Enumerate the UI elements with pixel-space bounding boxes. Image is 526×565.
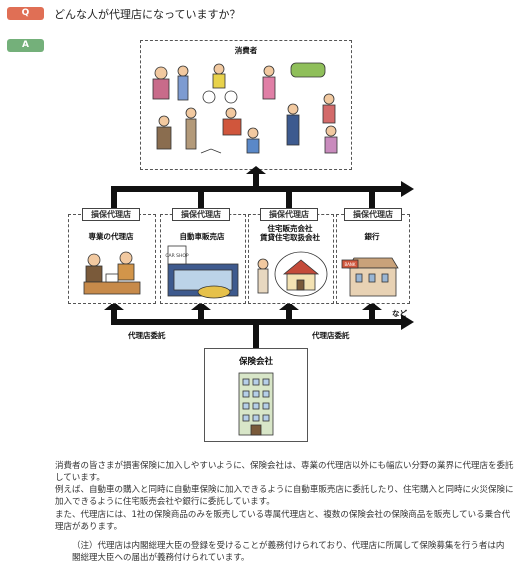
flow-arrows <box>104 166 414 349</box>
agent-header-3: 損保代理店 <box>260 208 318 221</box>
insurer-title: 保険会社 <box>238 357 273 367</box>
agency-diagram: 消費者 <box>56 28 516 448</box>
body-paragraph-3: また、代理店には、1社の保険商品のみを販売している専属代理店と、複数の保険会社の… <box>55 510 511 533</box>
insurer-building-icon <box>238 372 274 436</box>
insurer-box: 保険会社 <box>204 348 308 442</box>
car-shop-sign: CAR SHOP <box>165 253 189 259</box>
bank-sign: BANK <box>344 262 355 267</box>
entrust-left-label: 代理店委託 <box>128 331 166 340</box>
body-note: （注）代理店は内閣総理大臣の登録を受けることが義務付けられており、代理店に所属し… <box>72 541 505 564</box>
etc-label: など <box>392 309 407 318</box>
agent-illustrations: CAR SHOP BANK <box>83 245 399 299</box>
agent-name-housing: 住宅販売会社 賃貸住宅取扱会社 <box>260 224 320 242</box>
question-badge: Q <box>7 7 44 20</box>
agent-name-bank: 銀行 <box>364 232 380 241</box>
question-text: どんな人が代理店になっていますか？ <box>54 8 241 21</box>
consumer-people-illustration <box>152 62 338 154</box>
answer-badge: A <box>7 39 44 52</box>
body-paragraph-2: 例えば、自動車の購入と同時に自動車保険に加入できるように自動車販売店に委託したり… <box>55 485 514 508</box>
agent-header-2: 損保代理店 <box>172 208 230 221</box>
agent-name-car-dealer: 自動車販売店 <box>179 232 225 241</box>
consumer-box: 消費者 <box>140 40 352 170</box>
agent-name-specialist: 専業の代理店 <box>88 232 134 241</box>
consumer-title: 消費者 <box>234 46 258 55</box>
body-paragraph-1: 消費者の皆さまが損害保険に加入しやすいように、保険会社は、専業の代理店以外にも幅… <box>55 461 514 484</box>
agent-header-4: 損保代理店 <box>344 208 402 221</box>
agent-header-1: 損保代理店 <box>82 208 140 221</box>
entrust-right-label: 代理店委託 <box>312 331 350 340</box>
